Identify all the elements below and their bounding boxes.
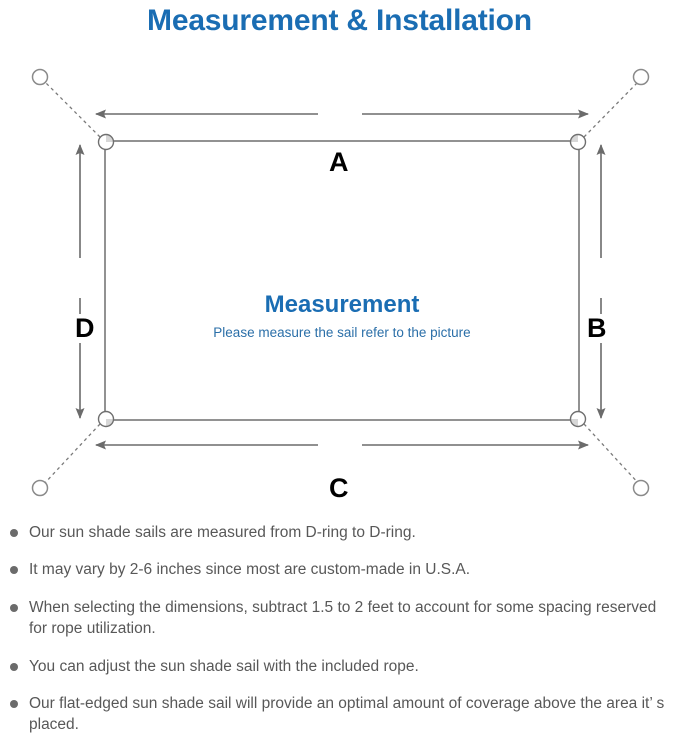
rope-line-top-left — [42, 79, 101, 138]
rope-line-bottom-left — [42, 423, 101, 486]
d-ring-top-right — [569, 133, 587, 151]
sail-rectangle — [104, 140, 580, 421]
bullet-dot-icon — [10, 529, 18, 537]
d-ring-bottom-right — [569, 410, 587, 428]
dimension-label-a: A — [322, 148, 356, 177]
list-item: Our sun shade sails are measured from D-… — [0, 522, 679, 543]
list-item-text: Our sun shade sails are measured from D-… — [29, 524, 416, 541]
d-ring-top-left — [97, 133, 115, 151]
page-title: Measurement & Installation — [147, 4, 532, 37]
list-item-text: Our flat-edged sun shade sail will provi… — [29, 694, 665, 734]
list-item-text: It may vary by 2-6 inches since most are… — [29, 561, 471, 579]
anchor-point-top-right — [632, 68, 650, 86]
bullet-dot-icon — [10, 603, 18, 612]
rope-lines — [42, 79, 641, 486]
dimension-label-d: D — [68, 314, 102, 343]
anchor-point-top-left — [31, 68, 49, 86]
dimension-label-c: C — [322, 474, 356, 503]
anchor-point-bottom-left — [31, 479, 49, 497]
measurement-diagram: Measurement Please measure the sail refe… — [0, 50, 679, 510]
d-ring-bottom-left — [97, 410, 115, 428]
rope-line-bottom-right — [583, 423, 641, 486]
rope-line-top-right — [583, 79, 641, 138]
list-item: Our flat-edged sun shade sail will provi… — [0, 693, 679, 736]
list-item: It may vary by 2-6 inches since most are… — [0, 559, 679, 580]
list-item: You can adjust the sun shade sail with t… — [0, 656, 679, 677]
list-item-text: When selecting the dimensions, subtract … — [29, 598, 657, 638]
bullet-dot-icon — [10, 662, 18, 671]
list-item-text: You can adjust the sun shade sail with t… — [29, 657, 419, 675]
notes-list: Our sun shade sails are measured from D-… — [0, 522, 679, 752]
anchor-point-bottom-right — [632, 479, 650, 497]
bullet-dot-icon — [10, 699, 18, 708]
bullet-dot-icon — [10, 566, 18, 575]
list-item: When selecting the dimensions, subtract … — [0, 597, 679, 640]
dimension-label-b: B — [580, 314, 614, 343]
